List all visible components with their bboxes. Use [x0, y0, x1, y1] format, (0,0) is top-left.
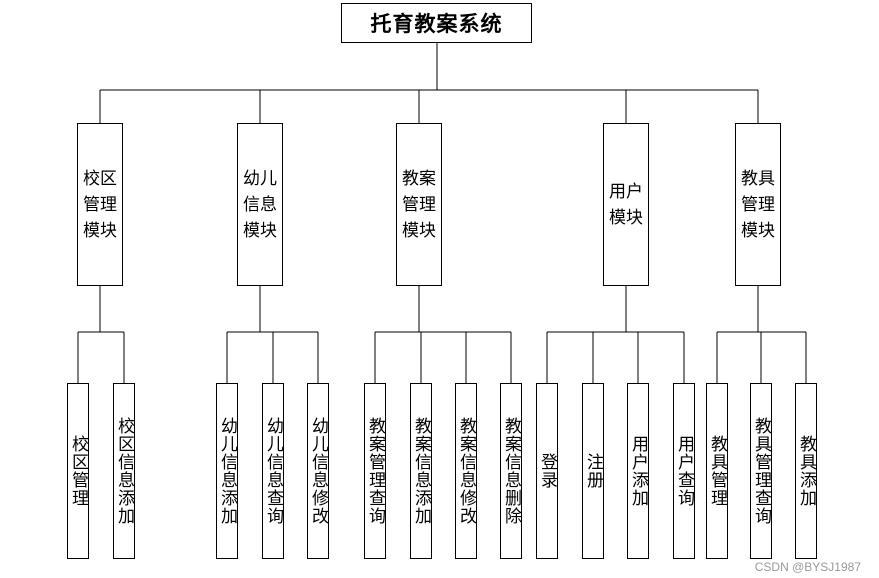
leaf-label: 校区信息添加	[114, 417, 134, 525]
leaf-label: 教案信息添加	[411, 417, 431, 525]
leaf-node: 幼儿信息查询	[262, 383, 284, 559]
leaf-label: 用户查询	[674, 435, 694, 507]
leaf-node: 教案信息删除	[500, 383, 522, 559]
leaf-node: 注册	[582, 383, 604, 559]
leaf-node: 校区信息添加	[113, 383, 135, 559]
leaf-node: 校区管理	[67, 383, 89, 559]
leaf-node: 教案信息添加	[410, 383, 432, 559]
leaf-node: 用户添加	[627, 383, 649, 559]
module-node-2: 教案管理模块	[396, 123, 442, 286]
leaf-label: 注册	[583, 453, 603, 489]
leaf-node: 用户查询	[673, 383, 695, 559]
leaf-label: 校区管理	[68, 435, 88, 507]
leaf-node: 幼儿信息修改	[307, 383, 329, 559]
module-label: 教案管理模块	[402, 168, 436, 241]
module-node-1: 幼儿信息模块	[237, 123, 283, 286]
leaf-label: 幼儿信息修改	[308, 417, 328, 525]
leaf-label: 幼儿信息查询	[263, 417, 283, 525]
module-node-3: 用户模块	[603, 123, 649, 286]
leaf-node: 教案信息修改	[455, 383, 477, 559]
leaf-node: 教具管理	[706, 383, 728, 559]
watermark: CSDN @BYSJ1987	[754, 560, 861, 574]
leaf-label: 用户添加	[628, 435, 648, 507]
leaf-label: 教具添加	[796, 435, 816, 507]
module-label: 教具管理模块	[741, 168, 775, 241]
module-label: 校区管理模块	[83, 168, 117, 241]
leaf-label: 登录	[537, 453, 557, 489]
module-node-0: 校区管理模块	[77, 123, 123, 286]
leaf-label: 教具管理	[707, 435, 727, 507]
root-node: 托育教案系统	[341, 3, 532, 43]
leaf-node: 幼儿信息添加	[216, 383, 238, 559]
leaf-node: 教具管理查询	[750, 383, 772, 559]
leaf-node: 教案管理查询	[364, 383, 386, 559]
leaf-label: 教案信息修改	[456, 417, 476, 525]
leaf-node: 登录	[536, 383, 558, 559]
module-label: 幼儿信息模块	[243, 168, 277, 241]
root-title: 托育教案系统	[370, 11, 503, 36]
leaf-label: 教案管理查询	[365, 417, 385, 525]
leaf-label: 教案信息删除	[501, 417, 521, 525]
module-label: 用户模块	[609, 181, 643, 228]
leaf-label: 幼儿信息添加	[217, 417, 237, 525]
leaf-label: 教具管理查询	[751, 417, 771, 525]
module-node-4: 教具管理模块	[735, 123, 781, 286]
leaf-node: 教具添加	[795, 383, 817, 559]
